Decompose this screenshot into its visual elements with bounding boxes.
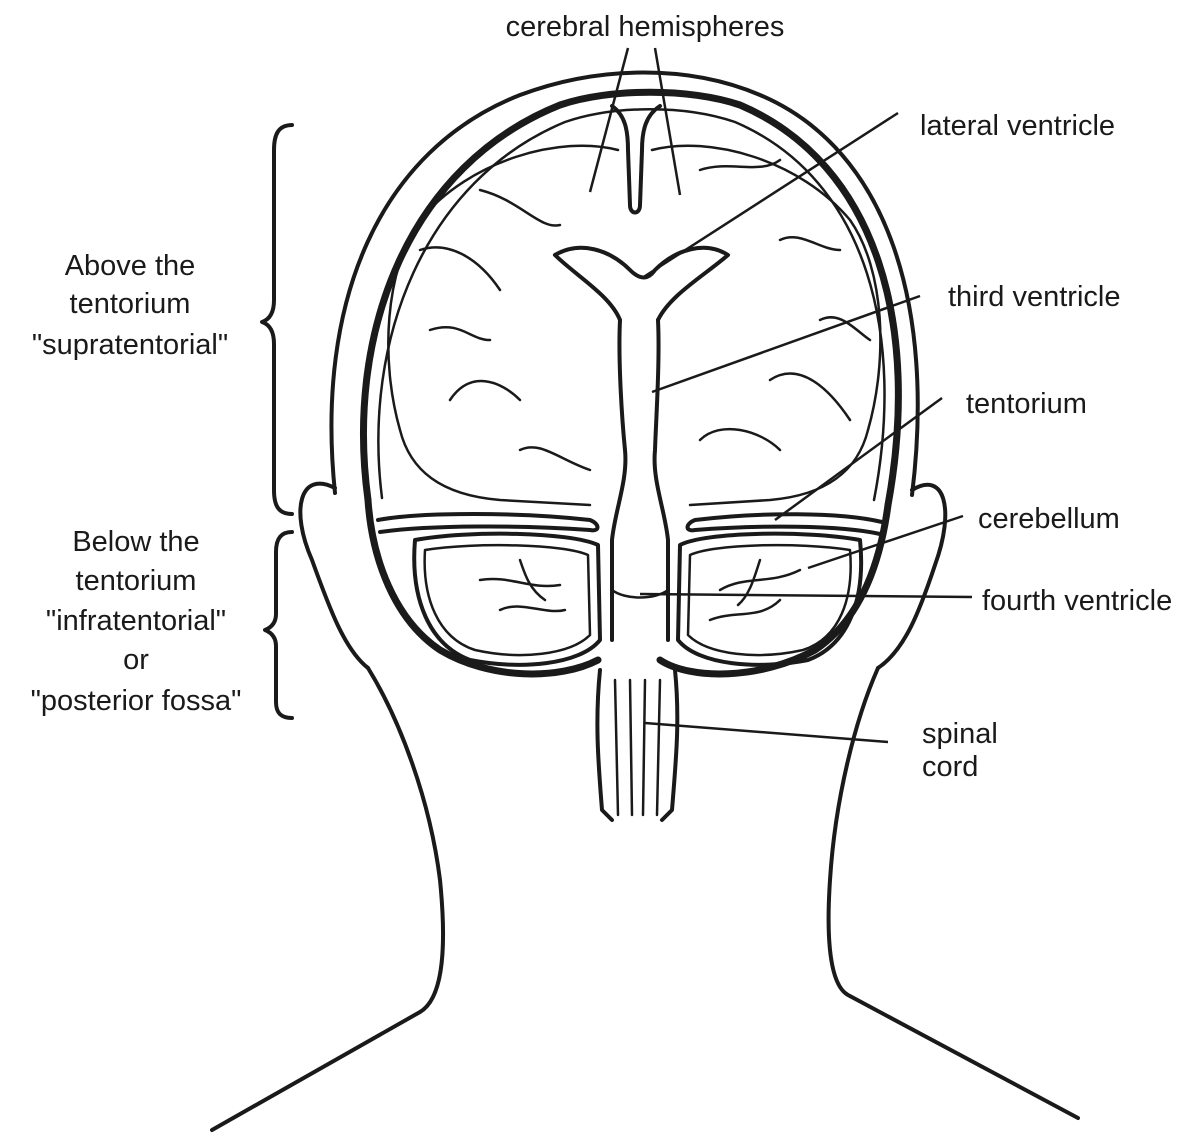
label-supratentorial-line-3: "supratentorial" — [32, 329, 228, 361]
leader-lines — [590, 48, 972, 742]
label-spinal-cord-line-1: spinal — [922, 718, 998, 750]
spinal-cord — [597, 670, 677, 820]
label-infratentorial-line-5: "posterior fossa" — [31, 685, 242, 717]
label-infratentorial-line-2: tentorium — [76, 565, 197, 597]
tentorium — [378, 514, 882, 534]
infratentorial-bracket — [265, 532, 292, 718]
ventricular-system — [555, 248, 728, 640]
label-third-ventricle: third ventricle — [948, 281, 1120, 313]
label-infratentorial-line-1: Below the — [72, 526, 199, 558]
region-labels: Above the tentorium "supratentorial" Bel… — [31, 250, 242, 717]
cerebellum — [414, 534, 861, 665]
label-supratentorial-line-2: tentorium — [70, 288, 191, 320]
supratentorial-bracket — [262, 125, 292, 514]
label-cerebral-hemispheres: cerebral hemispheres — [506, 11, 785, 43]
label-supratentorial-line-1: Above the — [65, 250, 196, 282]
label-infratentorial-line-3: "infratentorial" — [46, 605, 226, 637]
label-infratentorial-line-4: or — [123, 644, 149, 676]
label-spinal-cord-line-2: cord — [922, 751, 978, 783]
head-outline — [212, 73, 1078, 1131]
label-lateral-ventricle: lateral ventricle — [920, 110, 1115, 142]
leader-cerebral-hemispheres-right — [655, 48, 680, 195]
label-fourth-ventricle: fourth ventricle — [982, 585, 1172, 617]
label-cerebellum: cerebellum — [978, 503, 1120, 535]
structure-labels: cerebral hemispheres lateral ventricle t… — [506, 11, 1173, 783]
label-tentorium: tentorium — [966, 388, 1087, 420]
leader-spinal-cord — [645, 723, 888, 742]
